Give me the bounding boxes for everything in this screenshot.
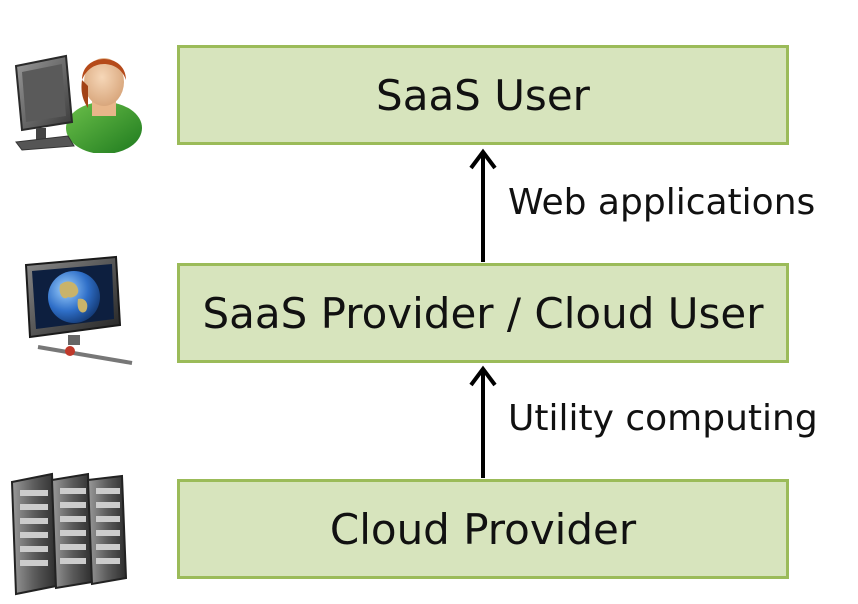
edge-label-web-applications: Web applications — [508, 182, 816, 223]
server-rack-icon — [10, 472, 128, 596]
edge-label-utility-computing: Utility computing — [508, 398, 818, 439]
layer-label-cloud-provider: Cloud Provider — [329, 504, 637, 554]
arrow-utility-computing — [469, 365, 497, 478]
layer-box-saas-provider: SaaS Provider / Cloud User — [177, 263, 789, 363]
user-at-computer-icon — [14, 54, 142, 153]
server-unit — [86, 474, 128, 586]
server-unit — [50, 472, 94, 590]
server-unit — [10, 472, 58, 596]
globe-monitor-icon — [24, 255, 133, 365]
arrow-web-applications — [469, 148, 497, 262]
layer-box-saas-user: SaaS User — [177, 45, 789, 145]
layer-label-saas-user: SaaS User — [376, 70, 590, 120]
layer-box-cloud-provider: Cloud Provider — [177, 479, 789, 579]
layer-label-saas-provider: SaaS Provider / Cloud User — [202, 288, 764, 338]
